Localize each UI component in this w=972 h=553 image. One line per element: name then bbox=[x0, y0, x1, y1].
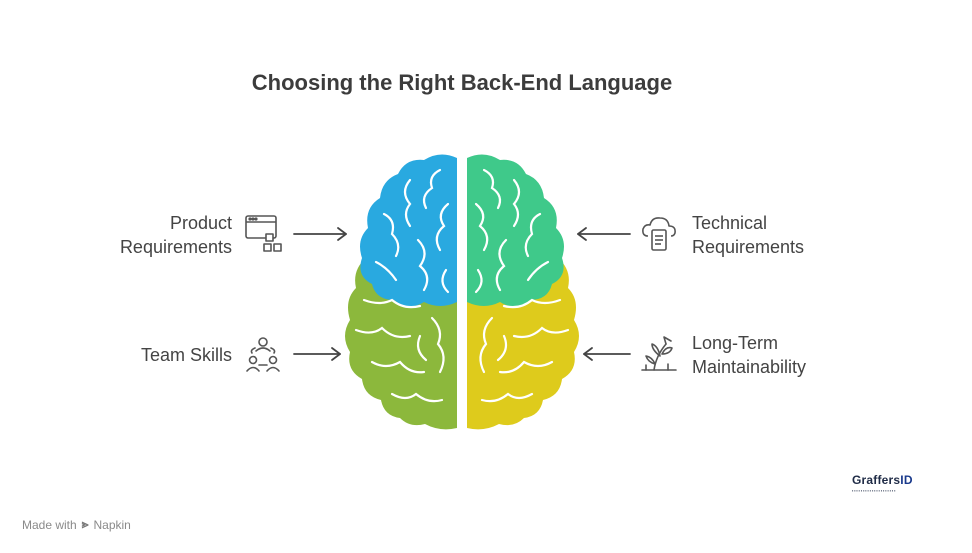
arrow-longterm bbox=[583, 347, 631, 361]
label-technical-line2: Requirements bbox=[692, 237, 805, 257]
arrow-team bbox=[293, 347, 341, 361]
brand-name-id: ID bbox=[900, 473, 913, 487]
diagram-title: Choosing the Right Back-End Language bbox=[251, 70, 673, 95]
label-team-skills: Team Skills bbox=[140, 345, 232, 365]
team-people-icon bbox=[246, 337, 280, 372]
brand-name-main: Graffers bbox=[852, 473, 901, 487]
made-with-napkin-footer: Made with ⪢ Napkin bbox=[22, 517, 131, 532]
cloud-document-icon bbox=[642, 217, 676, 251]
label-product-line2: Requirements bbox=[119, 237, 232, 257]
napkin-text: Napkin bbox=[93, 517, 131, 532]
graffersid-logo: GraffersID ▪▪▪▪▪▪▪▪▪▪▪▪▪▪▪▪▪▪▪▪ bbox=[852, 473, 913, 493]
label-technical-line1: Technical bbox=[692, 213, 768, 233]
growing-plant-icon bbox=[641, 336, 677, 371]
brand-tagline-graphic: ▪▪▪▪▪▪▪▪▪▪▪▪▪▪▪▪▪▪▪▪ bbox=[852, 488, 897, 493]
arrow-technical bbox=[577, 227, 631, 241]
arrow-product bbox=[293, 227, 347, 241]
label-long-term-maintainability: Long-Term Maintainability bbox=[692, 331, 872, 379]
brain-folds bbox=[354, 168, 570, 403]
label-longterm-line2: Maintainability bbox=[692, 357, 807, 377]
label-product-line1: Product bbox=[169, 213, 232, 233]
napkin-logo-icon: ⪢ bbox=[81, 517, 89, 531]
label-longterm-line1: Long-Term bbox=[692, 333, 779, 353]
browser-window-blocks-icon bbox=[245, 215, 282, 252]
made-with-text: Made with bbox=[22, 517, 77, 532]
label-technical-requirements: Technical Requirements bbox=[692, 211, 872, 259]
label-product-requirements: Product Requirements bbox=[92, 211, 232, 259]
